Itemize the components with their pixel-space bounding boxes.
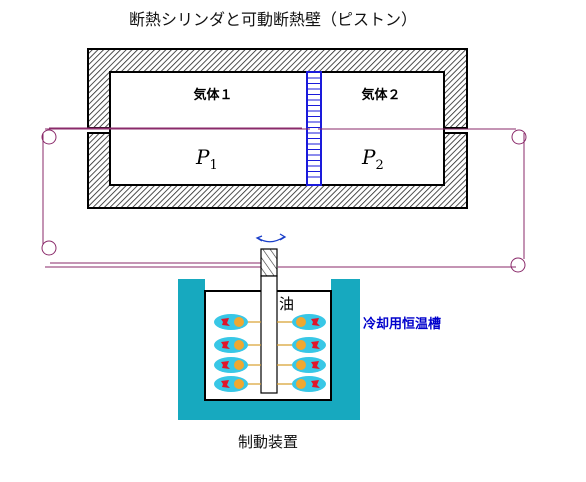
pressure-p1: P1: [195, 145, 218, 173]
paddle-blob: [292, 337, 326, 353]
paddle-blob: [214, 357, 248, 373]
belt-loop: [41, 127, 527, 273]
rotation-arrow-icon: [255, 233, 287, 243]
gas1-label: 気体１: [193, 87, 232, 103]
pulley-top-right: [511, 129, 527, 145]
gas2-label: 気体２: [361, 87, 400, 103]
oil-label: 油: [279, 295, 294, 313]
paddle-blob: [214, 337, 248, 353]
diagram-title: 断熱シリンダと可動断熱壁（ピストン）: [129, 10, 417, 29]
belt-line: [42, 128, 525, 268]
paddle-blob: [292, 376, 326, 392]
p2-subscript: 2: [375, 158, 383, 173]
pressure-p2: P2: [361, 145, 384, 173]
paddle-blob: [292, 357, 326, 373]
brake-device: [178, 248, 360, 420]
device-label: 制動装置: [238, 433, 298, 451]
shaft-threads: [260, 248, 278, 277]
pulley-bottom-right: [510, 257, 526, 273]
p1-symbol: P: [195, 145, 210, 169]
pulley-bottom-left: [41, 240, 57, 256]
p2-symbol: P: [361, 145, 376, 169]
belt-line-lower: [49, 127, 302, 264]
shaft: [260, 275, 278, 394]
bath-label: 冷却用恒温槽: [363, 316, 441, 332]
paddles: [214, 314, 326, 392]
pulley-top-left: [41, 129, 57, 145]
p1-subscript: 1: [209, 158, 217, 173]
paddle-blob: [214, 314, 248, 330]
thermostat-bath: [178, 279, 360, 420]
paddle-blob: [292, 314, 326, 330]
paddle-blob: [214, 376, 248, 392]
